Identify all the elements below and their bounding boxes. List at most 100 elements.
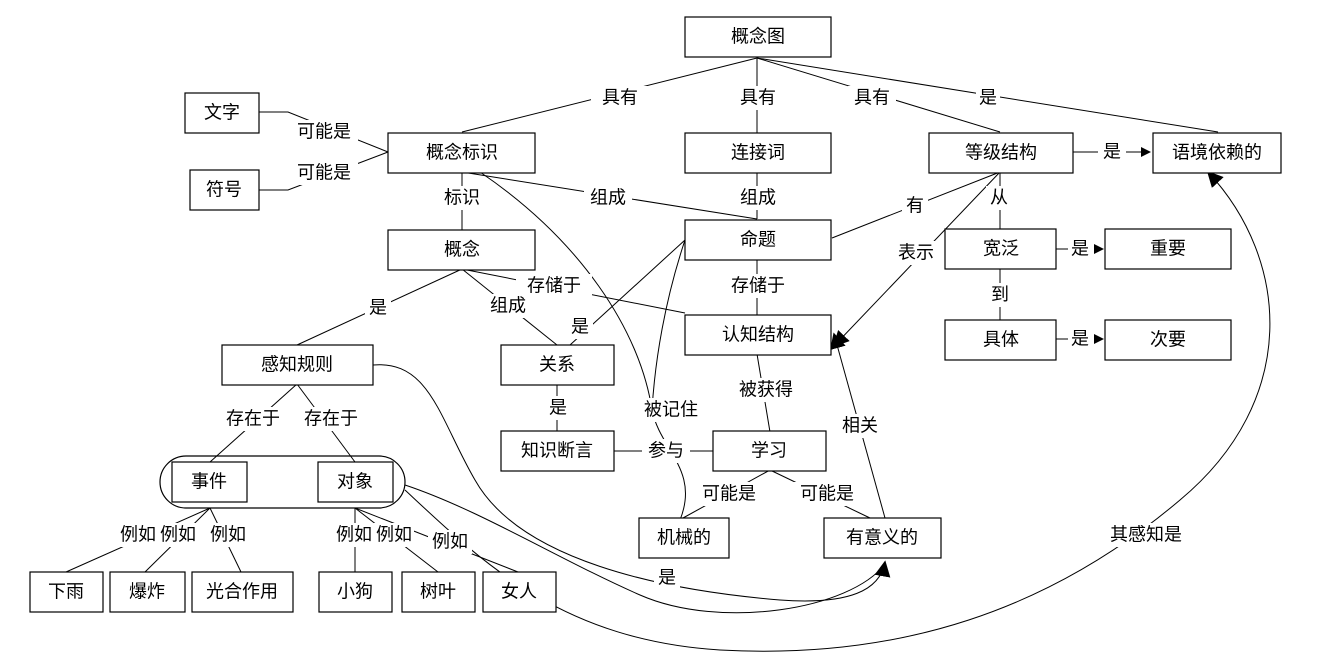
edge-labels: 具有 具有 具有 是 可能是 可能是 是 标识 组成 组成 有 从 表示 是 存… <box>118 86 1188 590</box>
node-event[interactable]: 事件 <box>171 461 248 503</box>
label-labels: 标识 <box>444 188 480 209</box>
edge-perceived-meaningful <box>372 364 891 602</box>
svg-text:有意义的: 有意义的 <box>846 528 918 549</box>
label-related: 相关 <box>842 416 878 437</box>
node-context-dependent[interactable]: 语境依赖的 <box>1152 132 1282 174</box>
label-is-specific: 是 <box>1071 329 1089 350</box>
svg-text:认知结构: 认知结构 <box>722 325 794 346</box>
node-leaf[interactable]: 树叶 <box>401 571 476 613</box>
node-rote[interactable]: 机械的 <box>638 517 730 559</box>
node-hierarchy[interactable]: 等级结构 <box>928 132 1074 174</box>
svg-text:下雨: 下雨 <box>48 582 84 603</box>
edge-label-rote <box>479 171 686 521</box>
node-perceived-regularity[interactable]: 感知规则 <box>221 344 374 386</box>
svg-text:对象: 对象 <box>337 472 373 493</box>
node-learning[interactable]: 学习 <box>712 430 827 472</box>
label-represents: 表示 <box>898 243 934 264</box>
label-is-perceived: 是 <box>369 298 387 319</box>
node-photosynthesis[interactable]: 光合作用 <box>191 571 294 613</box>
svg-text:女人: 女人 <box>501 582 537 603</box>
node-broad[interactable]: 宽泛 <box>944 228 1057 270</box>
svg-text:感知规则: 感知规则 <box>261 355 333 376</box>
svg-text:命题: 命题 <box>740 230 776 251</box>
node-puppy[interactable]: 小狗 <box>318 571 393 613</box>
nodes: 概念图 文字 符号 概念标识 连接词 等级结构 语境依赖的 概念 命题 宽泛 重… <box>29 16 1282 613</box>
node-secondary[interactable]: 次要 <box>1104 319 1232 361</box>
node-specific[interactable]: 具体 <box>944 319 1057 361</box>
label-memorized: 被记住 <box>644 400 698 421</box>
label-for-example-5: 例如 <box>376 525 412 546</box>
label-is-context: 是 <box>979 88 997 109</box>
label-has-1: 具有 <box>602 88 638 109</box>
event-object-group <box>159 455 406 509</box>
svg-text:重要: 重要 <box>1150 239 1186 260</box>
svg-text:知识断言: 知识断言 <box>521 441 593 462</box>
edge-object-meaningful <box>404 484 886 614</box>
svg-text:关系: 关系 <box>539 355 575 376</box>
label-for-example-3: 例如 <box>210 525 246 546</box>
node-concept-label[interactable]: 概念标识 <box>387 132 536 174</box>
svg-text:爆炸: 爆炸 <box>129 582 165 603</box>
label-has-one: 有 <box>906 196 924 217</box>
node-explosion[interactable]: 爆炸 <box>109 571 186 613</box>
svg-text:学习: 学习 <box>751 441 787 462</box>
label-is-hierarchy: 是 <box>1103 142 1121 163</box>
label-for-example-4: 例如 <box>336 525 372 546</box>
svg-text:宽泛: 宽泛 <box>983 239 1019 260</box>
node-relation[interactable]: 关系 <box>500 344 615 386</box>
node-cognitive-structure[interactable]: 认知结构 <box>684 314 832 356</box>
label-stored-in-2: 存储于 <box>731 276 785 297</box>
label-may-be-meaningful: 可能是 <box>800 484 854 505</box>
node-text[interactable]: 文字 <box>184 92 260 134</box>
svg-text:具体: 具体 <box>983 330 1019 351</box>
label-to: 到 <box>991 285 1009 306</box>
label-may-be-text: 可能是 <box>297 122 351 143</box>
svg-text:概念标识: 概念标识 <box>426 142 498 164</box>
node-symbol[interactable]: 符号 <box>189 169 260 211</box>
node-rain[interactable]: 下雨 <box>29 571 104 613</box>
label-from: 从 <box>990 188 1008 209</box>
svg-text:语境依赖的: 语境依赖的 <box>1172 143 1262 164</box>
svg-text:树叶: 树叶 <box>420 582 456 603</box>
node-concept[interactable]: 概念 <box>387 229 536 271</box>
label-composes-3: 组成 <box>490 296 526 317</box>
svg-text:等级结构: 等级结构 <box>965 143 1037 164</box>
label-for-example-1: 例如 <box>120 525 156 546</box>
node-meaningful[interactable]: 有意义的 <box>823 517 942 559</box>
node-linking-word[interactable]: 连接词 <box>684 132 832 174</box>
svg-text:事件: 事件 <box>191 472 227 493</box>
label-exists-in-1: 存在于 <box>226 409 280 430</box>
node-important[interactable]: 重要 <box>1104 228 1232 270</box>
node-object[interactable]: 对象 <box>317 461 394 503</box>
svg-text:概念图: 概念图 <box>731 26 785 48</box>
label-is-broad: 是 <box>1071 239 1089 260</box>
label-is-relation: 是 <box>571 317 589 338</box>
node-knowledge-claim[interactable]: 知识断言 <box>500 430 615 472</box>
label-has-3: 具有 <box>854 88 890 109</box>
label-stored-in-1: 存储于 <box>527 276 581 297</box>
node-proposition[interactable]: 命题 <box>684 219 832 261</box>
label-for-example-6: 例如 <box>432 532 468 553</box>
svg-text:小狗: 小狗 <box>337 582 373 603</box>
label-is-claim: 是 <box>549 398 567 419</box>
svg-text:连接词: 连接词 <box>731 143 785 164</box>
label-may-be-rote: 可能是 <box>702 484 756 505</box>
svg-text:机械的: 机械的 <box>657 528 711 549</box>
label-is-object: 是 <box>658 568 676 589</box>
label-composes-2: 组成 <box>740 188 776 209</box>
label-perceived-as: 其感知是 <box>1110 525 1182 546</box>
svg-text:次要: 次要 <box>1150 330 1186 351</box>
label-composes-1: 组成 <box>590 188 626 209</box>
svg-text:概念: 概念 <box>444 239 480 261</box>
node-woman[interactable]: 女人 <box>482 571 557 613</box>
svg-text:文字: 文字 <box>204 103 240 124</box>
label-has-2: 具有 <box>740 88 776 109</box>
label-acquired-by: 被获得 <box>739 380 793 401</box>
label-participates: 参与 <box>648 441 684 462</box>
label-exists-in-2: 存在于 <box>304 409 358 430</box>
label-may-be-symbol: 可能是 <box>297 163 351 184</box>
node-concept-map[interactable]: 概念图 <box>684 16 832 58</box>
label-for-example-2: 例如 <box>160 525 196 546</box>
edge-proposition-rote-curve <box>651 239 686 411</box>
